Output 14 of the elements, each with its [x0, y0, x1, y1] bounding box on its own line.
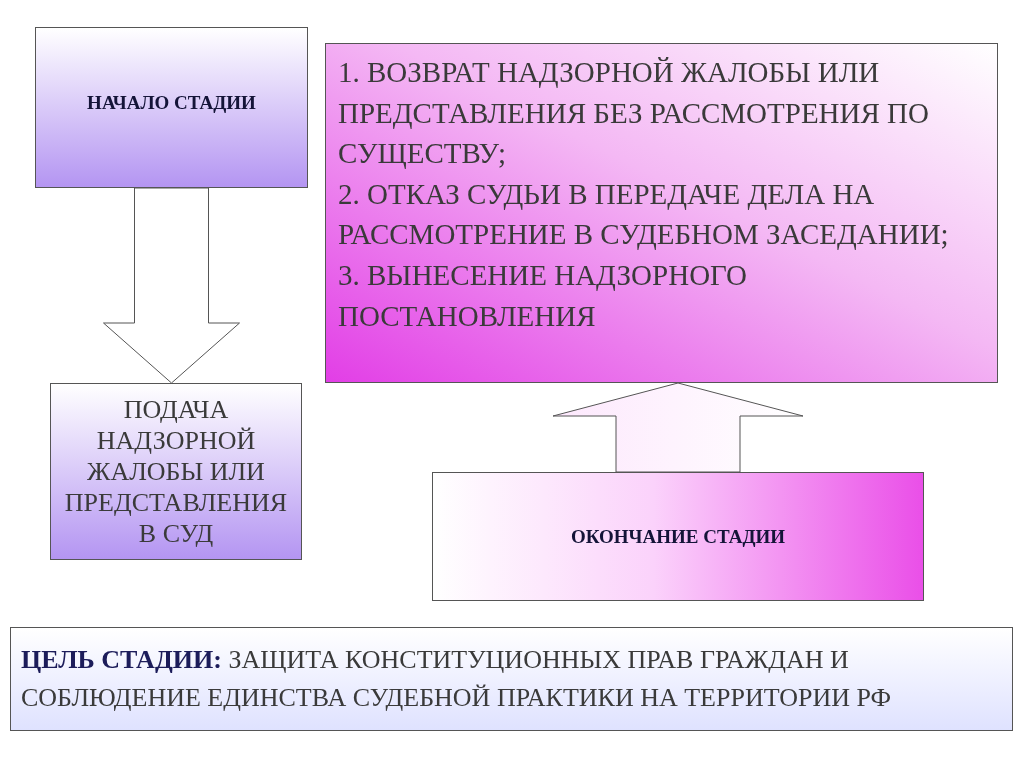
box-text: ЦЕЛЬ СТАДИИ: ЗАЩИТА КОНСТИТУЦИОННЫХ ПРАВ ГРАЖДАН И СОБЛЮДЕНИЕ ЕДИНСТВА СУДЕБНОЙ ПРАКТИКИ НА ТЕРРИТОРИИ РФ [21, 644, 893, 714]
box-text: ПОДАЧА НАДЗОРНОЙ ЖАЛОБЫ ИЛИ ПРЕДСТАВЛЕНИЯ В СУД [63, 393, 289, 550]
text-box [432, 472, 924, 601]
text-box [35, 27, 308, 188]
block-arrow [103, 187, 240, 384]
box-text: НАЧАЛО СТАДИИ [87, 90, 256, 115]
box-text: ОКОНЧАНИЕ СТАДИИ [570, 524, 786, 549]
box-text: 3. ВЫНЕСЕНИЕ НАДЗОРНОГО ПОСТАНОВЛЕНИЯ [338, 257, 749, 334]
text-box [325, 43, 998, 383]
text-box [10, 627, 1013, 731]
box-text: 1. ВОЗВРАТ НАДЗОРНОЙ ЖАЛОБЫ ИЛИ ПРЕДСТАВЛЕНИЯ БЕЗ РАССМОТРЕНИЯ ПО СУЩЕСТВУ; [338, 55, 930, 172]
text-box [50, 383, 302, 560]
block-arrow [552, 382, 804, 473]
box-text: 2. ОТКАЗ СУДЬИ В ПЕРЕДАЧЕ ДЕЛА НА РАССМОТРЕНИЕ В СУДЕБНОМ ЗАСЕДАНИИ; [338, 176, 950, 253]
